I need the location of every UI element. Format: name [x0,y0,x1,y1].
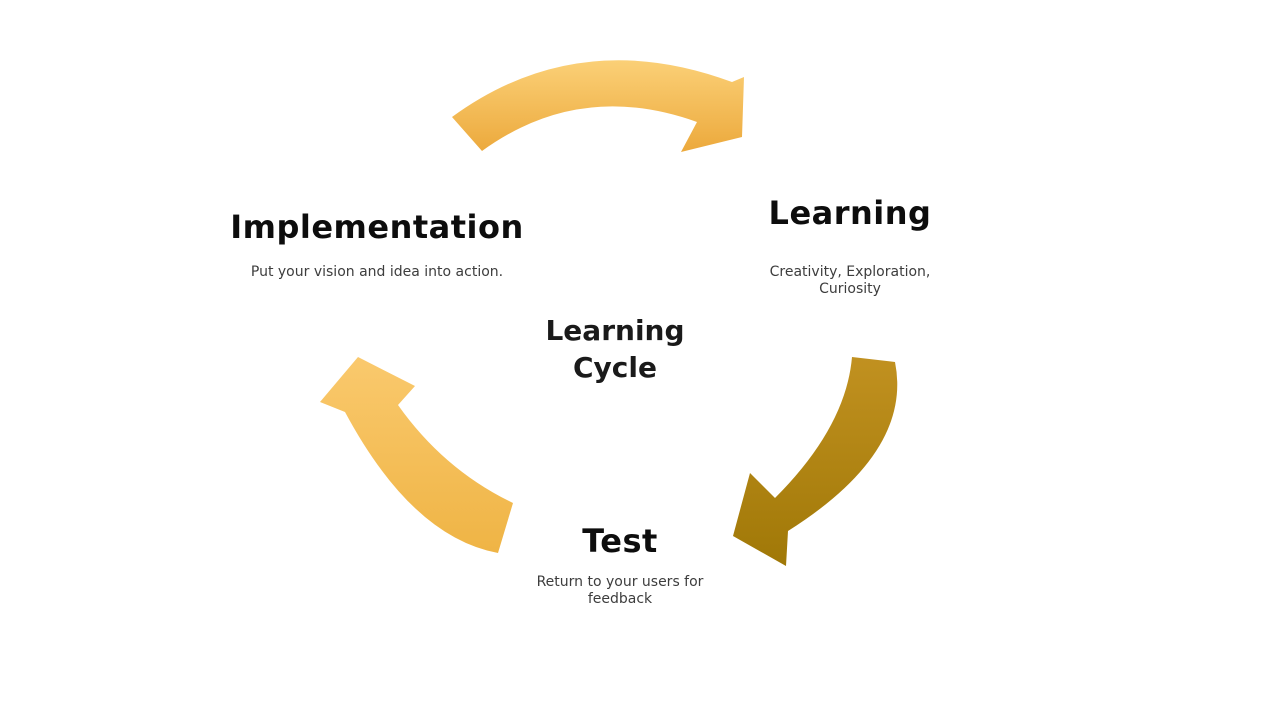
learning-title: Learning [768,194,932,232]
node-learning: Learning Creativity, Exploration, Curios… [700,193,1000,298]
center-title-line1: Learning [545,314,685,347]
curved-arrow-learning-to-test-icon [733,357,898,566]
curved-arrow-implementation-to-learning-icon [452,60,744,152]
implementation-title: Implementation [230,208,524,246]
node-test: Test Return to your users for feedback [470,521,770,608]
test-description: Return to your users for feedback [536,574,704,607]
curved-arrow-test-to-implementation-icon [320,357,513,553]
test-title: Test [582,522,658,560]
implementation-description: Put your vision and idea into action. [250,264,504,280]
node-implementation: Implementation Put your vision and idea … [177,207,577,281]
center-title-line2: Cycle [573,351,657,384]
diagram-center-title: Learning Cycle [465,312,765,386]
learning-description: Creativity, Exploration, Curiosity [769,264,931,297]
